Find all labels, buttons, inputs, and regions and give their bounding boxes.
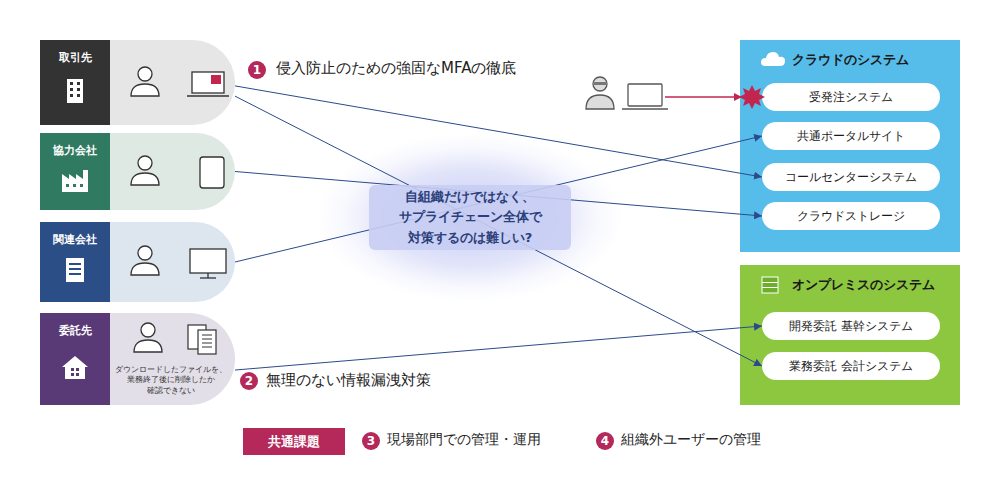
category-name: 協力会社 — [40, 143, 110, 158]
group-heading: オンプレミスのシステム — [760, 275, 935, 295]
callout-number: 3 — [362, 432, 380, 450]
category-icon — [58, 166, 92, 194]
connector — [235, 326, 762, 370]
callout-number: 2 — [240, 372, 258, 390]
category-tab: 協力会社 — [40, 133, 110, 210]
partner-row: 関連会社 — [40, 222, 235, 302]
system-group: クラウドのシステム受発注システム共通ポータルサイトコールセンターシステムクラウド… — [740, 40, 960, 252]
category-icon — [58, 353, 92, 381]
category-name: 取引先 — [40, 50, 110, 65]
system-name: 受発注システム — [809, 89, 893, 106]
category-tab: 委託先 — [40, 313, 110, 405]
group-title: クラウドのシステム — [792, 51, 909, 69]
category-icon — [58, 77, 92, 105]
connector — [235, 96, 762, 366]
group-icon — [760, 50, 786, 70]
partner-row: 協力会社 — [40, 133, 235, 210]
system-name: 共通ポータルサイト — [797, 128, 905, 145]
system-box: 開発委託 基幹システム — [762, 312, 940, 340]
issue-tag: 共通課題 — [243, 428, 345, 455]
system-group: オンプレミスのシステム開発委託 基幹システム業務委託 会計システム — [740, 265, 960, 405]
attack-burst — [739, 85, 765, 109]
issue-label: 無理のない情報漏洩対策 — [263, 371, 434, 390]
system-name: コールセンターシステム — [785, 169, 917, 186]
group-title: オンプレミスのシステム — [792, 276, 935, 294]
system-box: 共通ポータルサイト — [762, 122, 940, 150]
attacker-icon — [586, 77, 668, 109]
tag-text: 共通課題 — [268, 433, 320, 451]
partner-row: 取引先 — [40, 40, 235, 125]
category-name: 関連会社 — [40, 232, 110, 247]
risk-note: ダウンロードしたファイルを、 業務終了後に削除したか 確認できない — [112, 365, 230, 396]
issue-label: 侵入防止のための強固なMFAの徹底 — [273, 59, 519, 78]
system-box: クラウドストレージ — [762, 202, 940, 230]
issue-cloud: 自組織だけではなく、 サプライチェーン全体で 対策するのは難しい? — [320, 135, 620, 300]
user-device-icon — [110, 317, 235, 361]
category-name: 委託先 — [40, 323, 110, 338]
issue-text: 自組織だけではなく、 サプライチェーン全体で 対策するのは難しい? — [369, 185, 571, 249]
category-tab: 取引先 — [40, 40, 110, 125]
system-name: 開発委託 基幹システム — [789, 318, 913, 335]
connector — [235, 86, 762, 177]
callout-number: 4 — [596, 432, 614, 450]
user-device-icon — [110, 61, 235, 105]
connector — [235, 136, 762, 262]
issue-label: 現場部門での管理・運用 — [384, 431, 544, 449]
category-icon — [58, 256, 92, 284]
category-tab: 関連会社 — [40, 222, 110, 302]
system-name: 業務委託 会計システム — [789, 358, 913, 375]
group-icon — [760, 275, 786, 295]
partner-row: 委託先ダウンロードしたファイルを、 業務終了後に削除したか 確認できない — [40, 313, 235, 405]
system-name: クラウドストレージ — [797, 208, 905, 225]
system-box: コールセンターシステム — [762, 163, 940, 191]
system-box: 受発注システム — [762, 83, 940, 111]
system-box: 業務委託 会計システム — [762, 352, 940, 380]
callout-number: 1 — [248, 61, 266, 79]
group-heading: クラウドのシステム — [760, 50, 909, 70]
issue-label: 組織外ユーザーの管理 — [618, 431, 764, 449]
connector — [235, 172, 762, 217]
user-device-icon — [110, 240, 235, 284]
user-device-icon — [110, 150, 235, 194]
attack-arrow — [665, 96, 742, 97]
